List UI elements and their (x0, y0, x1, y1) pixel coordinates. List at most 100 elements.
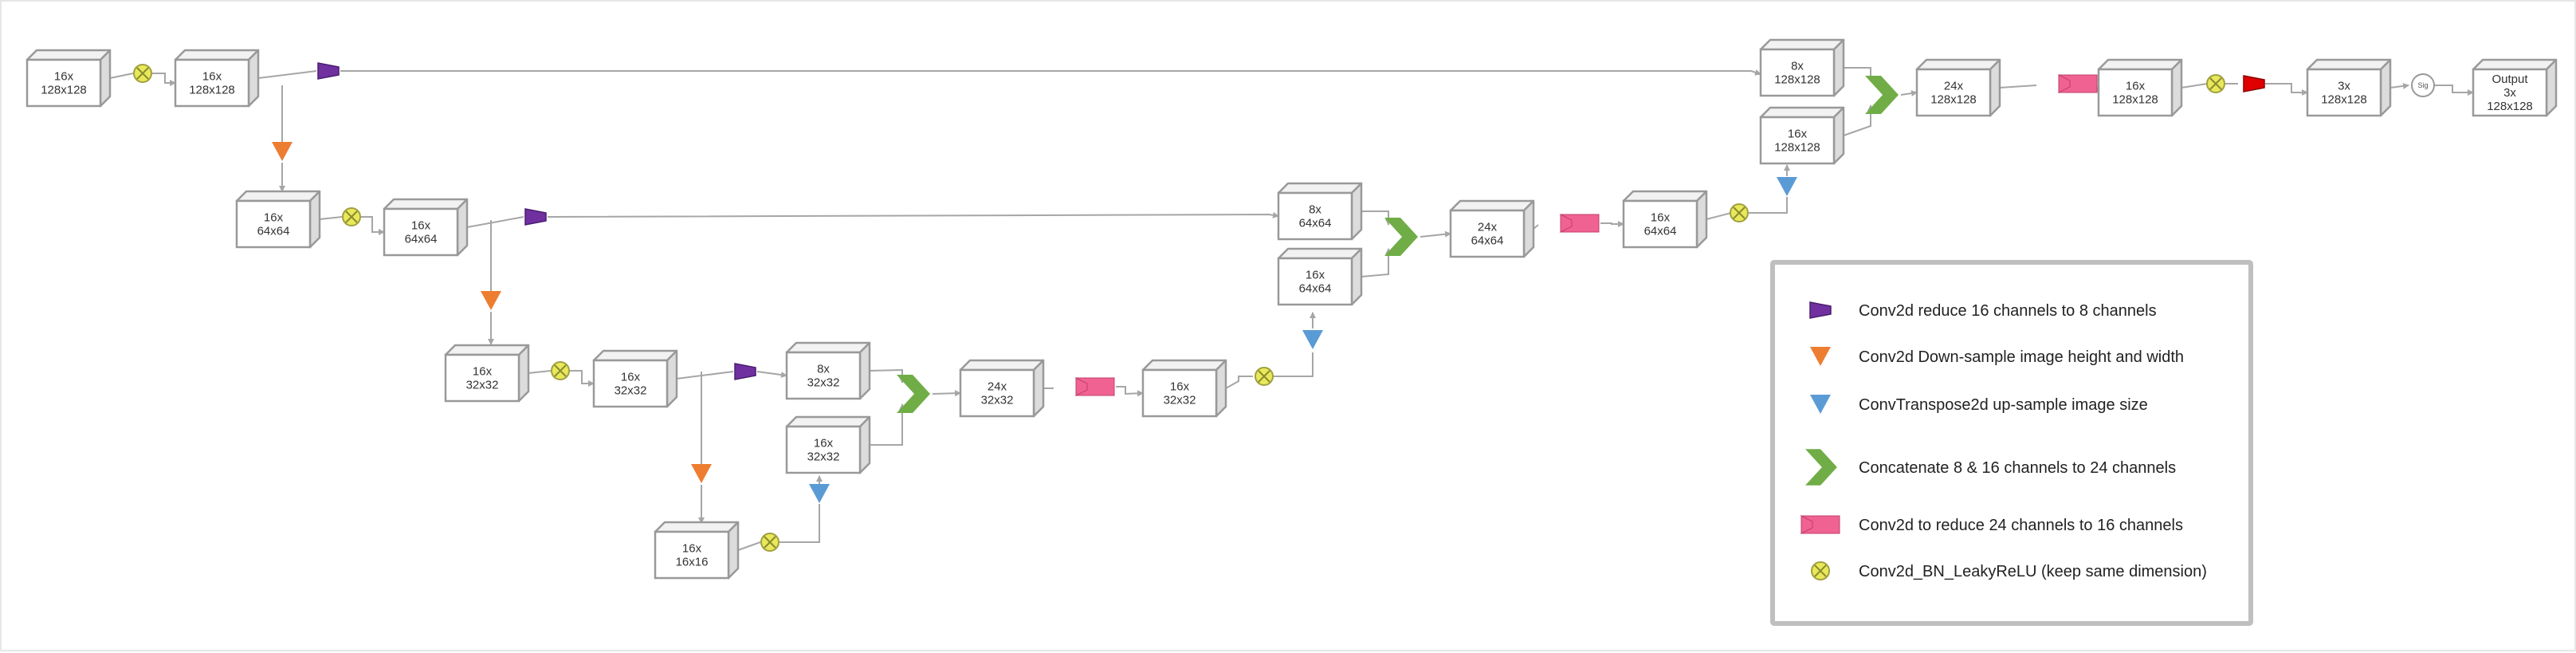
tensor-block-label: 8x (1309, 203, 1321, 217)
tensor-block-label: 24x (1478, 221, 1498, 234)
legend-item: Conv2d_BN_LeakyReLU (keep same dimension… (1811, 561, 2207, 580)
connector-arrow (676, 371, 734, 380)
tensor-block-label: 32x32 (466, 379, 499, 392)
connector-arrow (466, 216, 524, 228)
connector-arrow (152, 73, 176, 86)
conv-bn-icon (1730, 203, 1749, 222)
tensor-block-label: 24x (1944, 80, 1964, 93)
tensor-block-label: 8x (1791, 60, 1804, 73)
tensor-block-label: 128x128 (2112, 93, 2158, 107)
concat-icon (897, 375, 930, 413)
connector-arrow (2265, 83, 2308, 96)
tensor-block-label: 16x16 (676, 556, 709, 569)
tensor-block-label: 16x (2126, 80, 2146, 93)
connector-arrow (779, 504, 820, 543)
tensor-block-label: 32x32 (807, 376, 840, 390)
connector-arrow (1844, 67, 1874, 82)
connector-arrow (1600, 221, 1624, 227)
connector-arrow (932, 390, 961, 397)
connector-arrow (1420, 230, 1451, 238)
connector-arrow (1749, 197, 1788, 214)
tensor-block-label: 128x128 (2487, 100, 2533, 113)
legend-item-label: Conv2d Down-sample image height and widt… (1859, 348, 2184, 366)
connector-arrow (109, 73, 134, 79)
connector-arrow (257, 70, 317, 79)
connector-arrow (2389, 82, 2409, 89)
legend-item: Concatenate 8 & 16 channels to 24 channe… (1805, 449, 2176, 486)
tensor-block-label: 32x32 (981, 394, 1014, 407)
connector-arrow (361, 216, 385, 235)
tensor-block-label: 16x (621, 371, 641, 384)
tensor-block-label: 128x128 (1930, 93, 1977, 107)
upsample-icon (1302, 330, 1323, 349)
connector-arrow (1274, 352, 1314, 377)
legend-item-label: Conv2d to reduce 24 channels to 16 chann… (1859, 517, 2183, 534)
downsample-icon (691, 464, 712, 483)
upsample-icon (1810, 395, 1831, 414)
connector-arrow (1225, 376, 1253, 389)
tensor-block-label: 16x (411, 219, 431, 233)
downsample-icon (481, 291, 501, 310)
legend-item-label: ConvTranspose2d up-sample image size (1859, 396, 2148, 414)
tensor-block-label: 16x (814, 437, 834, 450)
connector-arrow (1999, 85, 2037, 89)
tensor-block-label: 3x (2503, 86, 2516, 100)
legend-item-label: Conv2d_BN_LeakyReLU (keep same dimension… (1859, 563, 2207, 580)
conv-bn-icon (1811, 561, 1830, 580)
legend-item: ConvTranspose2d up-sample image size (1810, 395, 2148, 414)
concat-icon (1805, 449, 1837, 486)
tensor-block-label: 16x (1306, 269, 1325, 282)
concat-icon (1384, 218, 1418, 256)
conv-bn-icon (133, 64, 152, 83)
legend: Conv2d reduce 16 channels to 8 channelsC… (1770, 260, 2253, 626)
tensor-block-label: 32x32 (615, 384, 647, 398)
conv-bn-icon (551, 361, 570, 380)
tensor-block-label: 64x64 (257, 225, 290, 238)
connector-arrow (870, 403, 905, 446)
tensor-block-label: Output (2492, 73, 2528, 86)
tensor-block-label: 16x (54, 70, 74, 84)
connector-arrow (2434, 85, 2474, 96)
reduce24-icon (1074, 377, 1115, 396)
connector-arrow (340, 69, 1761, 76)
connector-arrow (1706, 212, 1732, 220)
reduce-icon (524, 208, 547, 226)
tensor-block-label: 16x (473, 365, 493, 379)
upsample-icon (1777, 177, 1797, 196)
concat-icon (1865, 76, 1899, 114)
reduce-icon (734, 363, 756, 380)
connector-arrow (869, 368, 905, 384)
reduce-icon (317, 62, 340, 80)
tensor-block-label: 64x64 (1299, 217, 1332, 230)
reduce-icon (1809, 301, 1832, 319)
reduce24-icon (1559, 214, 1600, 233)
legend-item: Conv2d reduce 16 channels to 8 channels (1809, 301, 2157, 320)
tensor-block-label: 64x64 (405, 233, 438, 246)
sigmoid-icon: Sig (2411, 73, 2435, 97)
tensor-block-label: 128x128 (2321, 93, 2367, 107)
connector-arrow (1900, 90, 1918, 96)
tensor-block-label: 16x (682, 542, 702, 556)
legend-item-label: Concatenate 8 & 16 channels to 24 channe… (1859, 459, 2176, 477)
legend-item: Conv2d to reduce 24 channels to 16 chann… (1800, 515, 2183, 534)
connector-arrow (570, 370, 595, 387)
legend-item-label: Conv2d reduce 16 channels to 8 channels (1859, 302, 2157, 320)
